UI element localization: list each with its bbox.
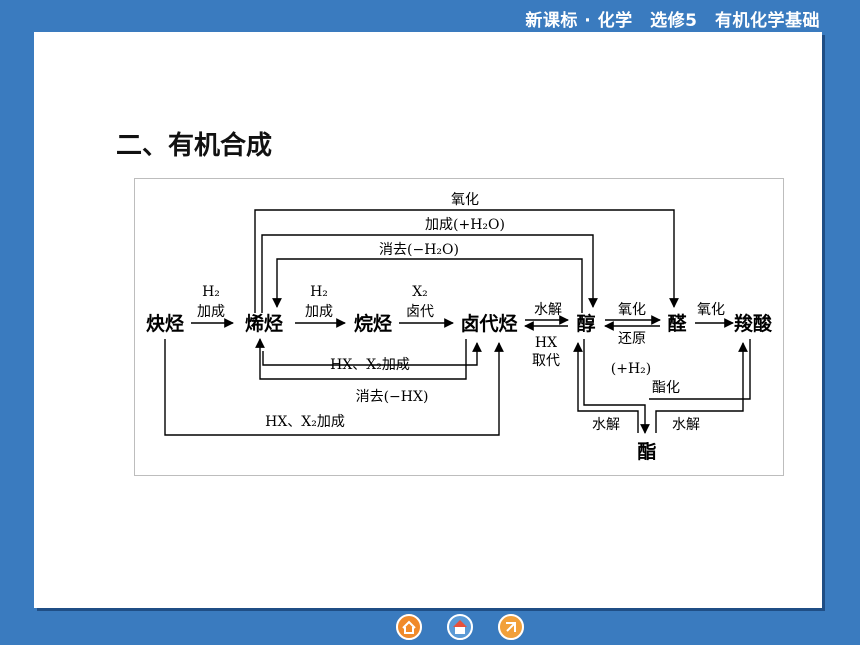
node-haloalkane: 卤代烃 (460, 312, 517, 335)
edge-ester-alcohol-hydrolysis (573, 342, 639, 433)
node-alkane: 烷烃 (354, 312, 392, 335)
label-reduction-h2: (+H₂) (611, 361, 651, 377)
label-alkene-alkane-action: 加成 (305, 304, 333, 320)
edge-alcohol-alkene-elimination (272, 258, 583, 313)
node-aldehyde: 醛 (667, 312, 687, 335)
node-ester: 酯 (637, 440, 656, 463)
edge-haloalkane-alkene-elimination (255, 338, 467, 380)
label-halo-alkene-elimination: 消去(−HX) (356, 389, 429, 405)
diagram-svg: 炔烃 烯烃 烷烃 卤代烃 醇 醛 羧酸 酯 氧化 加成(+H₂O) 消去(−H₂… (146, 192, 773, 463)
back-arrow-icon (498, 614, 524, 640)
label-aldehyde-acid-oxidation: 氧化 (697, 302, 725, 318)
label-top-elimination-h2o: 消去(−H₂O) (379, 242, 459, 258)
label-alkyne-alkene-reagent: H₂ (202, 284, 220, 300)
nav-next-button[interactable] (498, 614, 524, 640)
header-title: 新课标 · 化学 选修5 有机化学基础 (525, 11, 820, 31)
label-ester-alcohol-hydrolysis: 水解 (592, 417, 620, 433)
label-aldehyde-alcohol-reduction: 还原 (618, 331, 646, 347)
label-alcohol-aldehyde-oxidation: 氧化 (618, 302, 646, 318)
section-title: 二、有机合成 (116, 131, 273, 161)
node-alcohol: 醇 (576, 312, 595, 335)
home-arrow-icon (396, 614, 422, 640)
edge-alkyne-haloalkane-addition (164, 339, 504, 436)
edge-alcohol-ester-esterification (583, 339, 650, 434)
edge-ester-acid-hydrolysis (655, 342, 748, 433)
label-top-oxidation: 氧化 (451, 192, 479, 208)
label-alkyne-halo-addition: HX、X₂加成 (265, 414, 345, 430)
edge-alkene-haloalkane-addition (262, 342, 482, 366)
label-alcohol-halo-action: 取代 (532, 353, 560, 369)
edge-alkene-aldehyde-oxidation (254, 209, 679, 313)
node-carboxylic-acid: 羧酸 (734, 312, 773, 335)
nav-previous-button[interactable] (396, 614, 422, 640)
label-ester-acid-hydrolysis: 水解 (672, 417, 700, 433)
nav-home-button[interactable] (447, 614, 473, 640)
edge-alkene-alcohol-addition (261, 234, 598, 313)
label-esterification: 酯化 (652, 380, 680, 396)
label-alkene-halo-addition: HX、X₂加成 (330, 357, 410, 373)
edge-acid-ester-esterification (649, 339, 751, 400)
node-alkene: 烯烃 (245, 312, 283, 335)
slide-panel: 二、有机合成 (34, 32, 822, 608)
label-halo-alcohol-hydrolysis: 水解 (534, 302, 562, 318)
label-top-addition-h2o: 加成(+H₂O) (425, 217, 505, 233)
label-alcohol-halo-reagent: HX (535, 335, 557, 351)
organic-synthesis-diagram: 炔烃 烯烃 烷烃 卤代烃 醇 醛 羧酸 酯 氧化 加成(+H₂O) 消去(−H₂… (134, 178, 784, 476)
label-alkyne-alkene-action: 加成 (197, 304, 225, 320)
label-alkene-alkane-reagent: H₂ (310, 284, 328, 300)
label-alkane-halo-reagent: X₂ (412, 284, 428, 300)
node-alkyne: 炔烃 (146, 313, 184, 335)
label-alkane-halo-action: 卤代 (406, 304, 434, 320)
home-icon (447, 614, 473, 640)
